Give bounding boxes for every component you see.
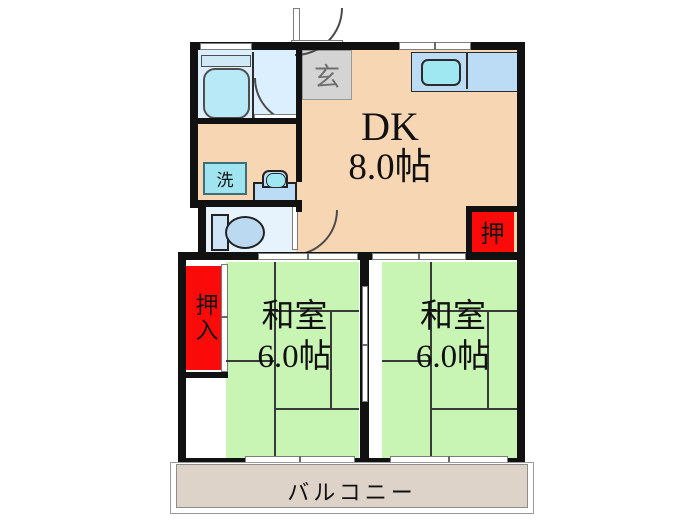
tatami-line-l1 xyxy=(274,262,276,458)
wall-toilet-right xyxy=(296,200,302,212)
genkan-tile: 玄 xyxy=(302,50,352,100)
washing-machine: 洗 xyxy=(203,162,247,195)
room-label-washitsu-right-area: 6.0帖 xyxy=(415,339,491,375)
wall-left-upper xyxy=(190,42,198,208)
wall-washroom-dk xyxy=(296,122,302,182)
wall-washroom-bottom xyxy=(196,200,298,207)
closet-dk-label: 押 xyxy=(480,220,505,248)
closet-dk: 押 xyxy=(471,211,514,252)
fusuma-between-rooms-mullion xyxy=(362,344,368,346)
wall-bath-bottom xyxy=(190,118,302,124)
tatami-line-r3 xyxy=(430,310,525,312)
wall-bath-dk xyxy=(296,42,302,122)
tatami-line-r4 xyxy=(430,408,525,410)
window-left-room-mullion xyxy=(299,456,301,465)
wall-top xyxy=(190,42,525,50)
toilet-bowl xyxy=(225,216,265,249)
room-label-dk-name: DK xyxy=(361,104,419,149)
kitchen-sink-basin xyxy=(421,59,461,86)
room-label-dk-area: 8.0帖 xyxy=(348,147,432,188)
kitchen-counter-divider xyxy=(466,53,468,89)
bathtub xyxy=(203,68,250,119)
tatami-line-r5 xyxy=(487,310,489,408)
wall-closet-room-frame-left xyxy=(180,260,186,378)
balcony-label: バルコニー xyxy=(287,481,417,506)
balcony-floor xyxy=(176,464,528,508)
tatami-line-l3 xyxy=(274,310,359,312)
closet-washitsu: 押入 xyxy=(186,266,222,370)
closet-washitsu-door xyxy=(221,264,228,372)
closet-washitsu-door-mullion xyxy=(221,316,228,318)
wall-closet-room-frame-bottom xyxy=(180,372,228,378)
fusuma-dk-right-room-mullion xyxy=(418,253,420,260)
genkan-label: 玄 xyxy=(313,62,340,93)
wall-closet-dk-frame xyxy=(466,206,517,212)
window-right-room-mullion xyxy=(448,456,450,465)
window-dk-top-mullion xyxy=(434,42,436,50)
tatami-line-l2 xyxy=(226,360,274,362)
room-label-washitsu-left-area: 6.0帖 xyxy=(257,339,332,375)
bath-partition-line xyxy=(252,52,254,120)
bath-shelf xyxy=(201,55,251,67)
closet-washitsu-label: 押入 xyxy=(191,293,217,343)
fusuma-dk-left-room-mullion xyxy=(307,253,309,260)
wall-closet-dk-frame-left xyxy=(466,206,472,256)
tatami-line-r1 xyxy=(430,262,432,458)
room-label-washitsu-right-name: 和室 xyxy=(420,299,486,335)
wall-left-toilet xyxy=(198,200,206,258)
tatami-line-r2 xyxy=(382,360,430,362)
window-bath-top xyxy=(200,43,252,50)
room-label-washitsu-left-name: 和室 xyxy=(261,299,328,335)
washer-label: 洗 xyxy=(216,171,234,191)
tatami-line-l4 xyxy=(274,408,359,410)
tatami-line-l5 xyxy=(330,310,332,408)
toilet-door-panel xyxy=(292,206,298,250)
wash-basin-bowl xyxy=(266,173,286,188)
